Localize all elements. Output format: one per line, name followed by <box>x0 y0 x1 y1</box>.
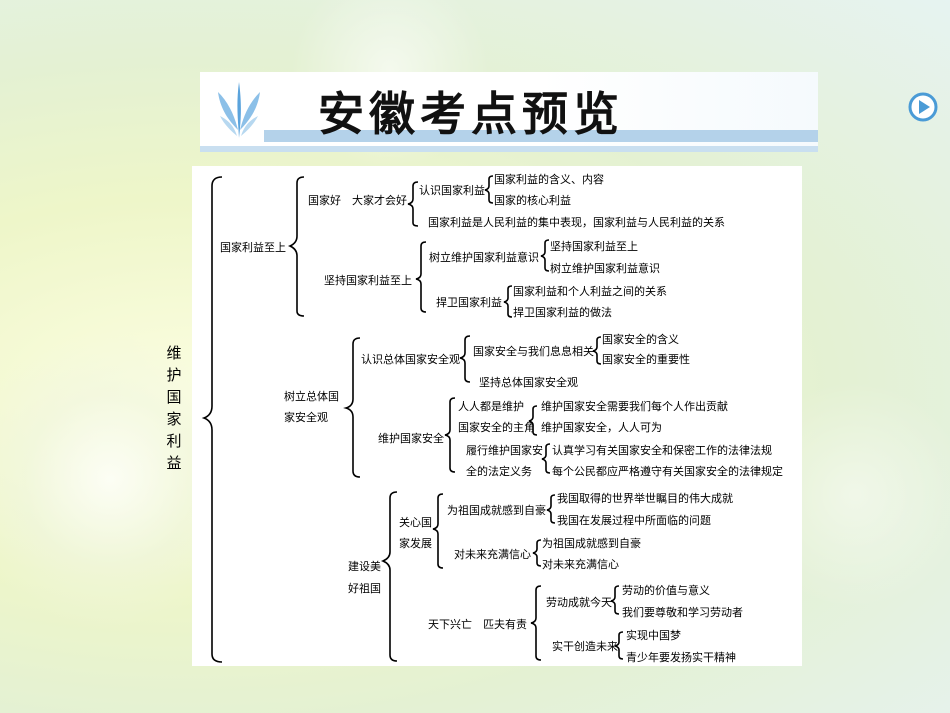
b3-s2-c2-label: 实干创造未来 <box>552 640 618 653</box>
play-icon[interactable] <box>908 92 938 122</box>
b1-s1-c2-label: 国家利益是人民利益的集中表现，国家利益与人民利益的关系 <box>428 216 725 229</box>
branch-2-label-line-2: 家安全观 <box>284 411 328 424</box>
b2-s2-label: 维护国家安全 <box>378 432 444 445</box>
b2-s2-c2-label-line-1: 履行维护国家安 <box>466 444 543 457</box>
slide-title: 安徽考点预览 <box>318 87 624 141</box>
b3-s2-label: 天下兴亡 匹夫有责 <box>428 618 527 631</box>
b3-s1-c2-leaf-2: 对未来充满信心 <box>542 558 619 571</box>
b3-s1-label-line-1: 关心国 <box>399 516 432 529</box>
mind-map-brackets <box>201 175 624 663</box>
branch-3-label-line-1: 建设美 <box>348 560 381 573</box>
b2-s1-c1-leaf-1: 国家安全的含义 <box>602 333 679 346</box>
root-label: 维护国家利益 <box>166 344 182 472</box>
b2-s2-c2-leaf-1: 认真学习有关国家安全和保密工作的法律法规 <box>552 444 772 457</box>
b1-s2-c2-leaf-2: 捍卫国家利益的做法 <box>513 306 612 319</box>
title-banner: 安徽考点预览 <box>200 72 938 152</box>
b1-s1-label: 国家好 大家才会好 <box>308 194 407 207</box>
b2-s2-c1-label-line-2: 国家安全的主角 <box>458 421 535 434</box>
b3-s1-label-line-2: 家发展 <box>399 537 432 550</box>
b1-s2-c2-label: 捍卫国家利益 <box>436 296 502 309</box>
b2-s1-label: 认识总体国家安全观 <box>361 353 460 366</box>
b3-s2-c2-leaf-2: 青少年要发扬实干精神 <box>626 651 736 664</box>
branch-1-label: 国家利益至上 <box>220 241 286 254</box>
b3-s1-c1-leaf-2: 我国在发展过程中所面临的问题 <box>557 514 711 527</box>
b3-s2-c1-leaf-2: 我们要尊敬和学习劳动者 <box>622 606 743 619</box>
b1-s2-c1-leaf-1: 坚持国家利益至上 <box>550 240 638 253</box>
b2-s2-c1-leaf-1: 维护国家安全需要我们每个人作出贡献 <box>541 400 728 413</box>
b1-s2-c2-leaf-1: 国家利益和个人利益之间的关系 <box>513 285 667 298</box>
b1-s2-c1-label: 树立维护国家利益意识 <box>429 251 539 264</box>
b3-s2-c2-leaf-1: 实现中国梦 <box>626 629 681 642</box>
b1-s1-c1-label: 认识国家利益 <box>419 184 485 197</box>
b3-s1-c2-label: 对未来充满信心 <box>454 548 531 561</box>
b1-s1-c1-leaf-1: 国家利益的含义、内容 <box>494 173 604 186</box>
b2-s2-c2-label-line-2: 全的法定义务 <box>466 465 532 478</box>
b3-s2-c1-leaf-1: 劳动的价值与意义 <box>622 584 710 597</box>
b2-s2-c1-leaf-2: 维护国家安全，人人可为 <box>541 421 662 434</box>
b1-s2-label: 坚持国家利益至上 <box>324 274 412 287</box>
banner-strip <box>264 130 818 142</box>
b3-s1-c1-label: 为祖国成就感到自豪 <box>447 504 546 517</box>
branch-2-label-line-1: 树立总体国 <box>284 390 339 403</box>
b2-s1-c1-leaf-2: 国家安全的重要性 <box>602 353 690 366</box>
b2-s1-c2-label: 坚持总体国家安全观 <box>479 376 578 389</box>
b2-s2-c2-leaf-2: 每个公民都应严格遵守有关国家安全的法律规定 <box>552 465 783 478</box>
leaf-icon <box>218 82 260 138</box>
b3-s1-c1-leaf-1: 我国取得的世界举世瞩目的伟大成就 <box>557 492 733 505</box>
b1-s1-c1-leaf-2: 国家的核心利益 <box>494 194 571 207</box>
b3-s2-c1-label: 劳动成就今天 <box>546 596 612 609</box>
mind-map: 维护国家利益 国家利益至上 国家好 大家才会好 认识国家利益 国家利益的含义、内… <box>166 166 802 666</box>
b3-s1-c2-leaf-1: 为祖国成就感到自豪 <box>542 537 641 550</box>
b2-s1-c1-label: 国家安全与我们息息相关 <box>473 345 594 358</box>
b2-s2-c1-label-line-1: 人人都是维护 <box>458 400 524 413</box>
branch-3-label-line-2: 好祖国 <box>348 582 381 595</box>
b1-s2-c1-leaf-2: 树立维护国家利益意识 <box>550 262 660 275</box>
